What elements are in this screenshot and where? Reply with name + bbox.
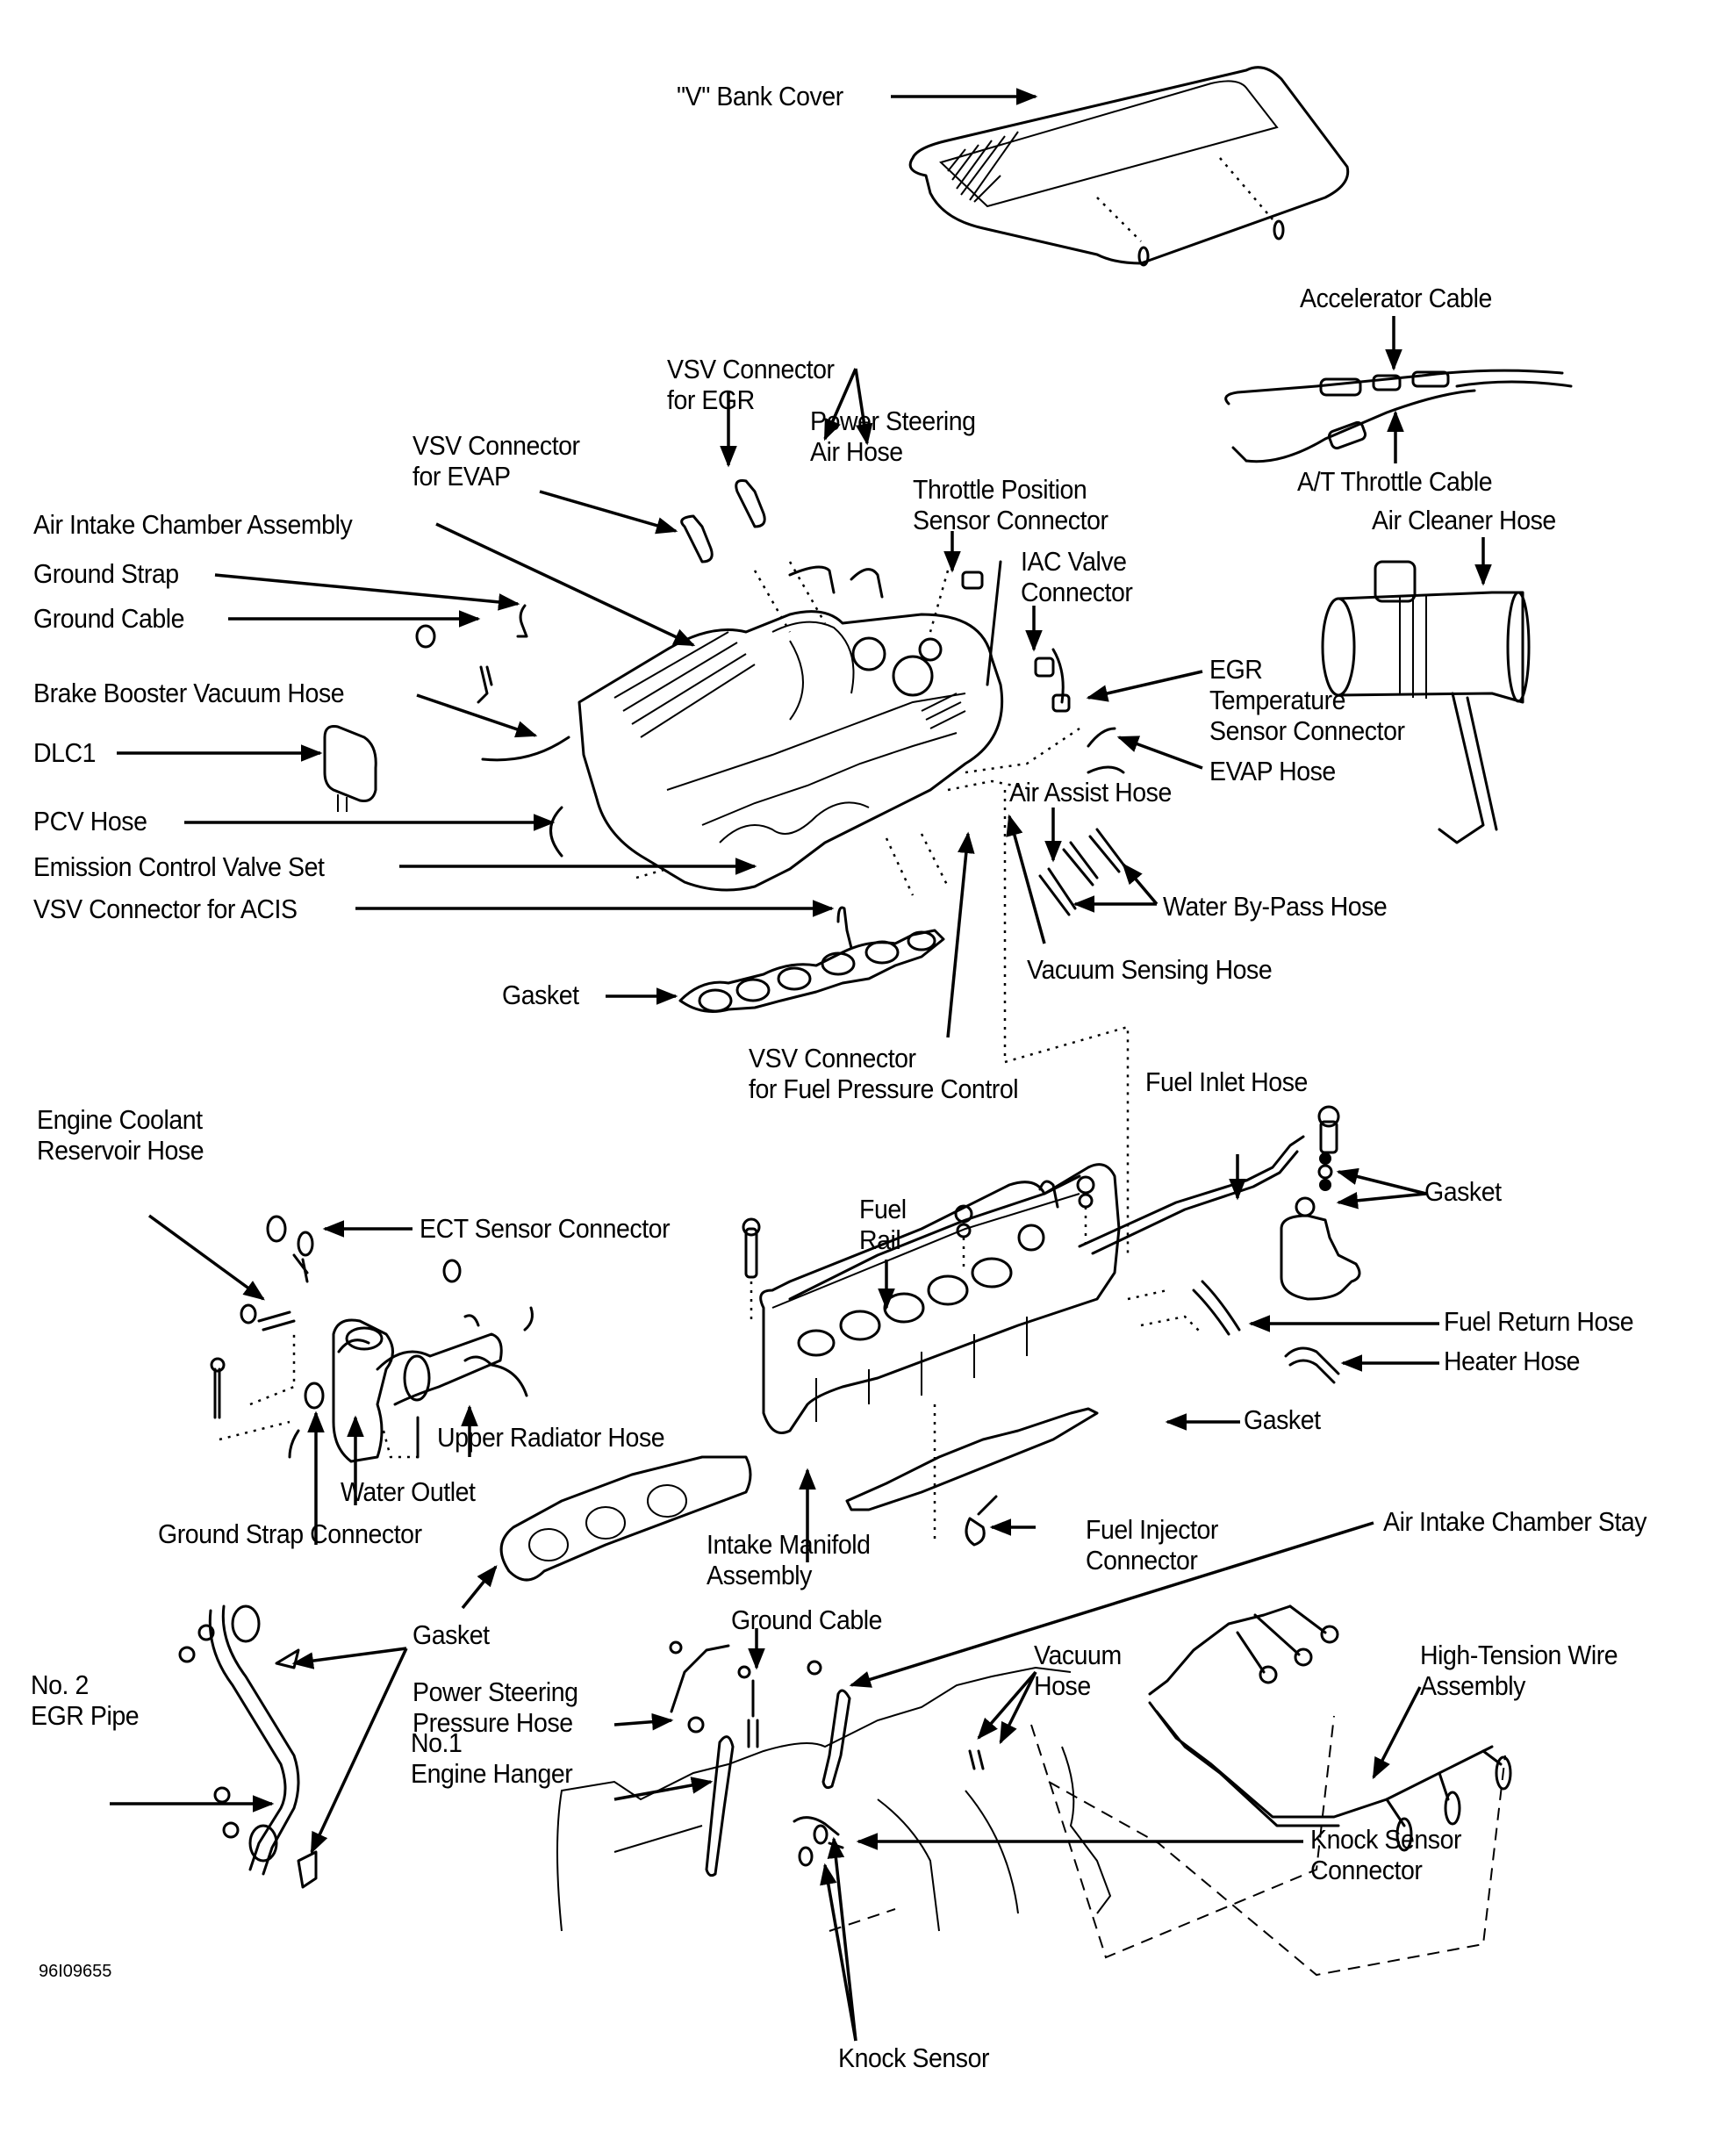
brake-booster-hose-part — [481, 736, 570, 762]
label-high-tension-wire-assembly: High-Tension Wire Assembly — [1420, 1640, 1618, 1701]
label-water-outlet: Water Outlet — [341, 1476, 476, 1507]
vsv-acis-part — [836, 906, 853, 950]
egr-side-gasket-part — [499, 1455, 752, 1582]
small-parts-top — [415, 479, 1116, 748]
label-no1-engine-hanger: No.1 Engine Hanger — [411, 1727, 573, 1789]
air-intake-chamber-part — [577, 561, 1080, 896]
high-tension-wire-part — [1148, 1604, 1512, 1852]
label-vsv-connector-acis: VSV Connector for ACIS — [33, 894, 298, 924]
label-fuel-return-hose: Fuel Return Hose — [1444, 1306, 1634, 1337]
label-power-steering-air-hose: Power Steering Air Hose — [810, 406, 976, 467]
label-fuel-inlet-hose: Fuel Inlet Hose — [1145, 1066, 1308, 1097]
label-at-throttle-cable: A/T Throttle Cable — [1297, 466, 1493, 497]
label-brake-booster-vacuum-hose: Brake Booster Vacuum Hose — [33, 678, 345, 708]
label-ground-cable-bottom: Ground Cable — [731, 1604, 883, 1635]
fuel-injector-connector-part — [965, 1495, 998, 1547]
fuel-return-hose-part — [1192, 1280, 1241, 1336]
label-accelerator-cable: Accelerator Cable — [1300, 283, 1492, 313]
label-vacuum-hose: Vacuum Hose — [1034, 1640, 1122, 1701]
label-ect-sensor-connector: ECT Sensor Connector — [420, 1213, 671, 1244]
label-ground-strap-connector: Ground Strap Connector — [158, 1518, 422, 1549]
air-cleaner-hose-part — [1321, 560, 1531, 844]
leaders-egr — [110, 1565, 498, 1855]
label-air-intake-chamber-stay: Air Intake Chamber Stay — [1383, 1506, 1647, 1537]
label-fuel-rail: Fuel Rail — [859, 1194, 907, 1255]
label-upper-radiator-hose: Upper Radiator Hose — [437, 1422, 665, 1453]
label-evap-hose: EVAP Hose — [1209, 756, 1336, 786]
label-gasket-intake: Gasket — [502, 980, 579, 1010]
pcv-hose-part — [549, 806, 563, 858]
label-egr-temperature-sensor-connector: EGR Temperature Sensor Connector — [1209, 654, 1405, 746]
label-vacuum-sensing-hose: Vacuum Sensing Hose — [1027, 954, 1273, 985]
water-bypass-hoses-part — [1038, 765, 1125, 916]
label-throttle-position-sensor-connector: Throttle Position Sensor Connector — [913, 474, 1108, 535]
manifold-gasket-part — [845, 1407, 1099, 1511]
figure-id: 96I09655 — [39, 1962, 112, 1981]
label-gasket-egr: Gasket — [412, 1619, 490, 1650]
label-air-assist-hose: Air Assist Hose — [1009, 777, 1172, 808]
leaders-water-outlet — [147, 1214, 478, 1545]
v-bank-cover-part — [908, 66, 1350, 267]
water-outlet-part — [210, 1215, 534, 1463]
label-iac-valve-connector: IAC Valve Connector — [1021, 546, 1133, 607]
label-vsv-connector-fuel-pressure-control: VSV Connector for Fuel Pressure Control — [749, 1043, 1019, 1104]
egr-pipe-part — [178, 1604, 318, 1889]
leaders-bottom — [613, 1521, 1422, 2042]
label-power-steering-pressure-hose: Power Steering Pressure Hose — [412, 1676, 578, 1738]
label-no2-egr-pipe: No. 2 EGR Pipe — [31, 1669, 140, 1731]
label-ground-cable-top: Ground Cable — [33, 603, 185, 634]
label-pcv-hose: PCV Hose — [33, 806, 147, 836]
intake-manifold-part — [759, 1163, 1121, 1434]
label-air-intake-chamber-assembly: Air Intake Chamber Assembly — [33, 509, 353, 540]
label-knock-sensor: Knock Sensor — [838, 2042, 990, 2073]
cables-part — [1224, 369, 1573, 463]
dlc1-part — [323, 725, 377, 812]
fuel-gaskets-part — [1317, 1105, 1340, 1191]
manifold-bolts — [742, 1175, 1203, 1545]
label-emission-control-valve-set: Emission Control Valve Set — [33, 851, 325, 882]
label-gasket-fuel-inlet: Gasket — [1424, 1176, 1502, 1207]
pressure-regulator-part — [1280, 1196, 1361, 1301]
label-fuel-injector-connector: Fuel Injector Connector — [1086, 1514, 1218, 1576]
alignment-line — [1003, 790, 1130, 1255]
label-water-by-pass-hose: Water By-Pass Hose — [1163, 891, 1388, 922]
leaders-top — [117, 368, 1203, 1038]
fuel-inlet-hose-edge — [1091, 1150, 1299, 1255]
fuel-inlet-hose-part — [1078, 1135, 1305, 1248]
egr-side-gasket-holes — [528, 1484, 687, 1561]
label-vsv-connector-egr: VSV Connector for EGR — [667, 354, 835, 415]
label-knock-sensor-connector: Knock Sensor Connector — [1310, 1824, 1462, 1885]
label-engine-coolant-reservoir-hose: Engine Coolant Reservoir Hose — [37, 1104, 204, 1166]
label-v-bank-cover: "V" Bank Cover — [677, 81, 843, 111]
label-ground-strap: Ground Strap — [33, 558, 179, 589]
upper-gasket-part — [678, 929, 945, 1013]
heater-hose-part — [1284, 1346, 1340, 1384]
leaders-manifold — [799, 1154, 1439, 1562]
label-dlc1: DLC1 — [33, 737, 97, 768]
engine-block-outline — [556, 1666, 1506, 1977]
label-air-cleaner-hose: Air Cleaner Hose — [1372, 505, 1556, 535]
label-gasket-manifold: Gasket — [1244, 1404, 1321, 1435]
label-intake-manifold-assembly: Intake Manifold Assembly — [707, 1529, 871, 1590]
label-vsv-connector-evap: VSV Connector for EVAP — [412, 430, 580, 492]
label-heater-hose: Heater Hose — [1444, 1346, 1581, 1376]
